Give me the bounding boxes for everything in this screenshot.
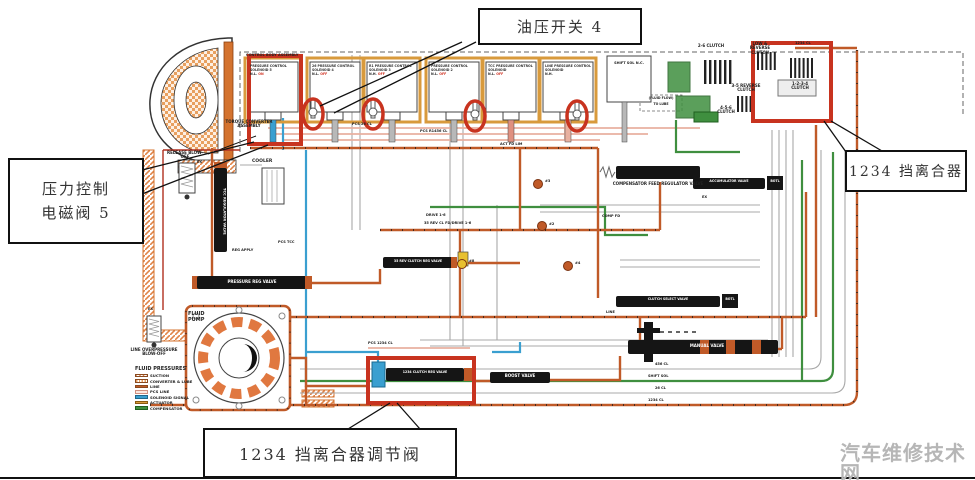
- clutch-35rev-label: 3-5 REVERSE CLUTCH: [731, 83, 761, 93]
- callout-oil-pressure-switch: 油压开关 4: [478, 8, 642, 45]
- legend-row: SUCTION: [135, 373, 192, 378]
- legend-row: ACTUATOR: [135, 400, 192, 405]
- shift-sol-label: SHIFT SOL N.C.: [614, 61, 644, 65]
- tcc-reg-valve-label: TCC REGULATOR VALVE: [222, 187, 227, 235]
- legend-title: FLUID PRESSURES: [135, 366, 187, 372]
- checkball-2: #2: [549, 222, 555, 226]
- line-label-act-fd-lim: ACT FD LIM: [500, 142, 523, 146]
- bottom-edge-line: [0, 477, 975, 479]
- legend-swatch-line: [135, 384, 148, 389]
- legend-swatch-solenoid-signal: [135, 395, 148, 400]
- solenoid-row: [243, 56, 598, 143]
- legend-row: LINE: [135, 384, 192, 389]
- callout-clutch-1234: 1234 挡离合器: [845, 150, 967, 192]
- legend-row: CONVERTER & LUBE: [135, 378, 192, 384]
- watermark-site-name: 汽车维修技术网: [840, 441, 966, 480]
- callout-pressure-control-solenoid: 压力控制 电磁阀 5: [8, 158, 144, 244]
- checkballs: [457, 179, 573, 271]
- line-label-26cl: 26 CL: [655, 386, 666, 390]
- line-label-ex-3: EX: [702, 195, 708, 199]
- line-label-1234cl: 1234 CL: [648, 398, 664, 402]
- solenoid-box-6: LINE PRESSURE CONTROL SOLENOID N.H.: [545, 64, 592, 77]
- clutch-packs: [667, 52, 817, 123]
- checkball-4: #4: [575, 261, 581, 265]
- line-label-drive16: DRIVE 1-6: [426, 213, 446, 217]
- release-blow-off-label: RELEASE BLOW-OFF: [167, 150, 203, 160]
- solenoid-box-2: 26 PRESSURE CONTROL SOLENOID 4 N.L. OFF: [312, 64, 355, 77]
- line-label-pcs-26: PCS 26 CL: [352, 122, 372, 126]
- fluid-pump-drawing: [184, 304, 292, 412]
- clutch-26-label: 2-6 CLUTCH: [697, 43, 725, 48]
- legend-swatch-actuator: [135, 400, 148, 405]
- line-label-pcs-tcc: PCS TCC: [278, 240, 295, 244]
- line-dots: [150, 50, 858, 406]
- shift-solenoid: [606, 55, 652, 143]
- checkball-3: #3: [545, 179, 551, 183]
- pressure-switches: [301, 97, 589, 133]
- watermark: 汽车维修技术网 www.qcwxjs.com: [840, 443, 974, 480]
- overpressure-label: LINE OVERPRESSURE BLOW-OFF: [130, 347, 178, 357]
- line-label-pcs-1234: PCS 1234 CL: [368, 341, 393, 345]
- clutch-lowrev-label: LOW & REVERSE CLUTCH: [749, 41, 771, 55]
- checkball-8: #8: [469, 259, 475, 263]
- torque-converter-label: TORQUE CONVERTER ASSEMBLY: [225, 119, 273, 129]
- line-label-ex-2: EX: [197, 160, 203, 164]
- solenoid-box-5: TCC PRESSURE CONTROL SOLENOID N.L. OFF: [488, 64, 533, 77]
- converter-lines: [162, 149, 240, 310]
- clutch-1234-reg-valve-label: 1234 CLUTCH REG VALVE: [402, 370, 448, 374]
- line-label-comp-fd: COMP FD: [602, 214, 621, 218]
- legend: FLUID PRESSURES SUCTION CONVERTER & LUBE…: [135, 366, 192, 411]
- line-label-pcs-r1456: PCS R1456 CL: [420, 129, 448, 133]
- line-label-456cl: 456 CL: [655, 362, 669, 366]
- botl-label-1: BOTL: [770, 179, 780, 183]
- solenoid-box-1: PRESSURE CONTROL SOLENOID 5 N.L. ON: [250, 64, 287, 77]
- cooler-label: COOLER: [252, 159, 273, 164]
- line-label-shiftsol: SHIFT SOL: [648, 374, 669, 378]
- manual-valve-label: MANUAL VALVE: [689, 343, 725, 348]
- legend-swatch-converter-lube: [135, 379, 148, 383]
- boost-valve-label: BOOST VALVE: [504, 373, 536, 378]
- clutch-select-valve-label: CLUTCH SELECT VALVE: [647, 297, 689, 301]
- legend-swatch-compensator: [135, 406, 148, 410]
- line-label-ex-1: EX: [148, 307, 154, 311]
- fluid-pump-label: FLUID PUMP: [188, 311, 205, 323]
- line-label-1234cl-top: 1234 CL: [795, 41, 811, 45]
- line-label-reg-apply: REG APPLY: [232, 248, 254, 252]
- legend-swatch-pcs-line: [135, 390, 148, 394]
- legend-row: PCS LINE: [135, 389, 192, 394]
- valves: [192, 162, 783, 388]
- release-blow-off-valve: [178, 162, 196, 200]
- highlight-boxes: [247, 41, 833, 405]
- line-label-line: LINE: [606, 310, 615, 314]
- callout-lines: [141, 41, 883, 430]
- control-body-label: CONTROL BODY ASSEMBLY: [246, 53, 299, 57]
- legend-row: COMPENSATOR: [135, 405, 192, 411]
- comp-feed-valve-label: COMPENSATOR FEED REGULATOR VALVE: [612, 181, 704, 186]
- cooler-drawing: [261, 167, 285, 205]
- callout-clutch-1234-reg-valve: 1234 挡离合器调节阀: [203, 428, 457, 478]
- botl-label-2: BOTL: [725, 297, 735, 301]
- solenoid-box-4: PRESSURE CONTROL SOLENOID 2 N.L. OFF: [431, 64, 468, 77]
- line-overpressure-blow-off-valve: [146, 315, 162, 348]
- legend-row: SOLENOID SIGNAL: [135, 395, 192, 400]
- line-label-35rev-fd: 35 REV CL FD/DRIVE 1-6: [424, 221, 472, 225]
- legend-swatch-suction: [135, 373, 148, 378]
- pressure-reg-valve-label: PRESSURE REG VALVE: [227, 279, 277, 284]
- clutch-456-label: 4-5-6 CLUTCH: [717, 105, 735, 115]
- clutch-1234-label: 1-2-3-4 CLUTCH: [791, 81, 809, 91]
- accumulator-valve-label: ACCUMULATOR VALVE: [709, 179, 749, 183]
- fluid-flow-label: (FLUID FLOW): [648, 96, 674, 100]
- to-lube-label: TO LUBE: [653, 102, 669, 106]
- rev35-valve-label: 35 REV CLUTCH REG VALVE: [393, 259, 443, 263]
- solenoid-box-3: R1 PRESSURE CONTROL SOLENOID 3 N.H. OFF: [369, 64, 412, 77]
- compensator-lines: [300, 120, 835, 383]
